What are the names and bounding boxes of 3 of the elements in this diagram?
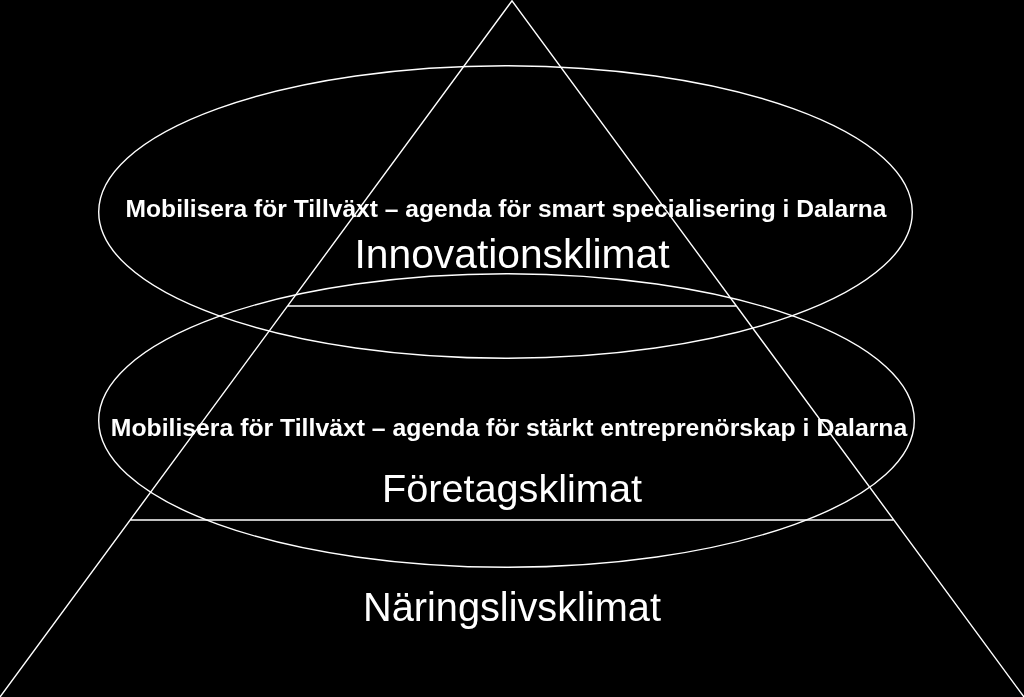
level-label: Företagsklimat [382,467,642,511]
level-label: Innovationsklimat [354,231,670,277]
level-label: Näringslivsklimat [363,586,661,630]
